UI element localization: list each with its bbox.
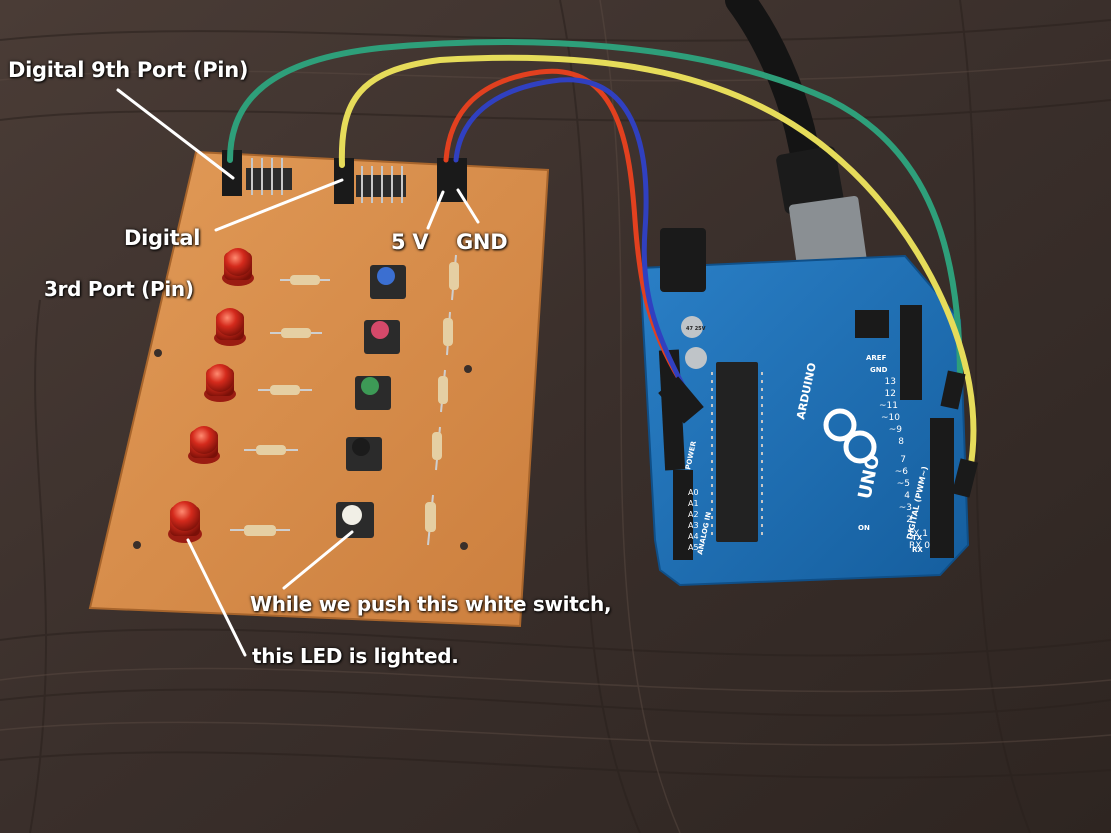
resistors-vertical	[425, 254, 459, 546]
pin-number: 8	[898, 437, 904, 447]
arduino-logo	[823, 408, 877, 464]
digital-pin-numbers-bottom: 7 ~6 ~5 4 ~3 2 TX 1 RX 0	[895, 455, 931, 551]
usb-connector	[788, 195, 868, 275]
pin-number: ~10	[881, 413, 900, 423]
digital-header-bottom	[930, 418, 954, 558]
switch-pink	[364, 320, 400, 354]
pin-number: A1	[688, 499, 699, 508]
pointer-pin9	[116, 88, 235, 180]
wire-end-yellow	[951, 458, 979, 498]
wire-end-power	[658, 376, 704, 424]
digital-header-top	[900, 305, 922, 400]
led-5	[168, 501, 202, 543]
pin-number: ~11	[879, 401, 898, 411]
pin-number: RX 0	[909, 541, 930, 551]
resistors-horizontal	[230, 275, 330, 536]
header-pins-middle	[334, 158, 406, 204]
label-digital-9th-port: Digital 9th Port (Pin)	[8, 58, 249, 82]
switch-green	[355, 376, 391, 410]
pin-number: ~6	[895, 467, 909, 477]
chip-pins	[711, 372, 763, 536]
wire-green	[227, 39, 963, 383]
pointer-pin3	[214, 178, 344, 232]
label-digital: Digital	[124, 226, 201, 250]
pin-number: 2	[906, 515, 912, 525]
capacitor-text: 47 25V	[686, 326, 706, 332]
rx-label: RX	[912, 546, 923, 554]
pin-number: ~3	[899, 503, 912, 513]
wire-yellow	[338, 54, 977, 473]
wire-end-green	[940, 370, 966, 410]
pin-number: A4	[688, 532, 699, 541]
pointer-5v	[426, 190, 445, 230]
led-3	[204, 364, 236, 402]
pointer-led	[186, 538, 247, 657]
pin-number: 12	[885, 389, 896, 399]
digital-pin-numbers-top: 13 12 ~11 ~10 ~9 8	[879, 377, 904, 447]
led-2	[214, 308, 246, 346]
pin-number: 7	[900, 455, 906, 465]
wire-red	[443, 68, 683, 383]
label-gnd: GND	[456, 230, 508, 254]
pin-number: 4	[904, 491, 910, 501]
label-led-note: this LED is lighted.	[252, 644, 459, 668]
aref-label: AREF	[866, 354, 887, 362]
annotation-pointers	[116, 88, 480, 657]
board-mounting-holes	[133, 349, 472, 550]
pin-number: A3	[688, 521, 699, 530]
switch-black	[346, 437, 382, 471]
capacitor-1	[681, 316, 703, 338]
dc-jack	[660, 228, 706, 292]
led-1	[222, 248, 254, 286]
switch-white	[336, 502, 374, 538]
pin-number: A0	[688, 488, 699, 497]
pin-number: TX 1	[907, 529, 928, 539]
on-label: ON	[858, 524, 870, 532]
gnd-silk-label: GND	[870, 366, 888, 374]
header-pins-left	[222, 150, 292, 196]
pin-number: ~9	[889, 425, 903, 435]
usb-plug	[776, 146, 844, 214]
atmega-chip	[716, 362, 758, 542]
pin-number: A2	[688, 510, 699, 519]
pin-number: ~5	[897, 479, 910, 489]
pin-number: A5	[688, 543, 699, 552]
wire-blue	[453, 77, 688, 393]
label-5v: 5 V	[391, 230, 429, 254]
analog-pin-numbers: A0 A1 A2 A3 A4 A5	[688, 488, 699, 552]
analog-header	[673, 470, 693, 560]
pointer-gnd	[456, 188, 480, 224]
pin-number: 13	[885, 377, 896, 387]
icsp-header	[855, 310, 889, 338]
pointer-switch	[282, 530, 354, 590]
capacitor-2	[685, 347, 707, 369]
tx-label: TX	[912, 534, 923, 542]
led-4	[188, 426, 220, 464]
label-3rd-port: 3rd Port (Pin)	[44, 277, 194, 301]
switch-blue	[370, 265, 406, 299]
jumper-wires	[227, 39, 977, 473]
usb-cable	[725, 0, 830, 215]
label-switch-note: While we push this white switch,	[250, 592, 612, 616]
